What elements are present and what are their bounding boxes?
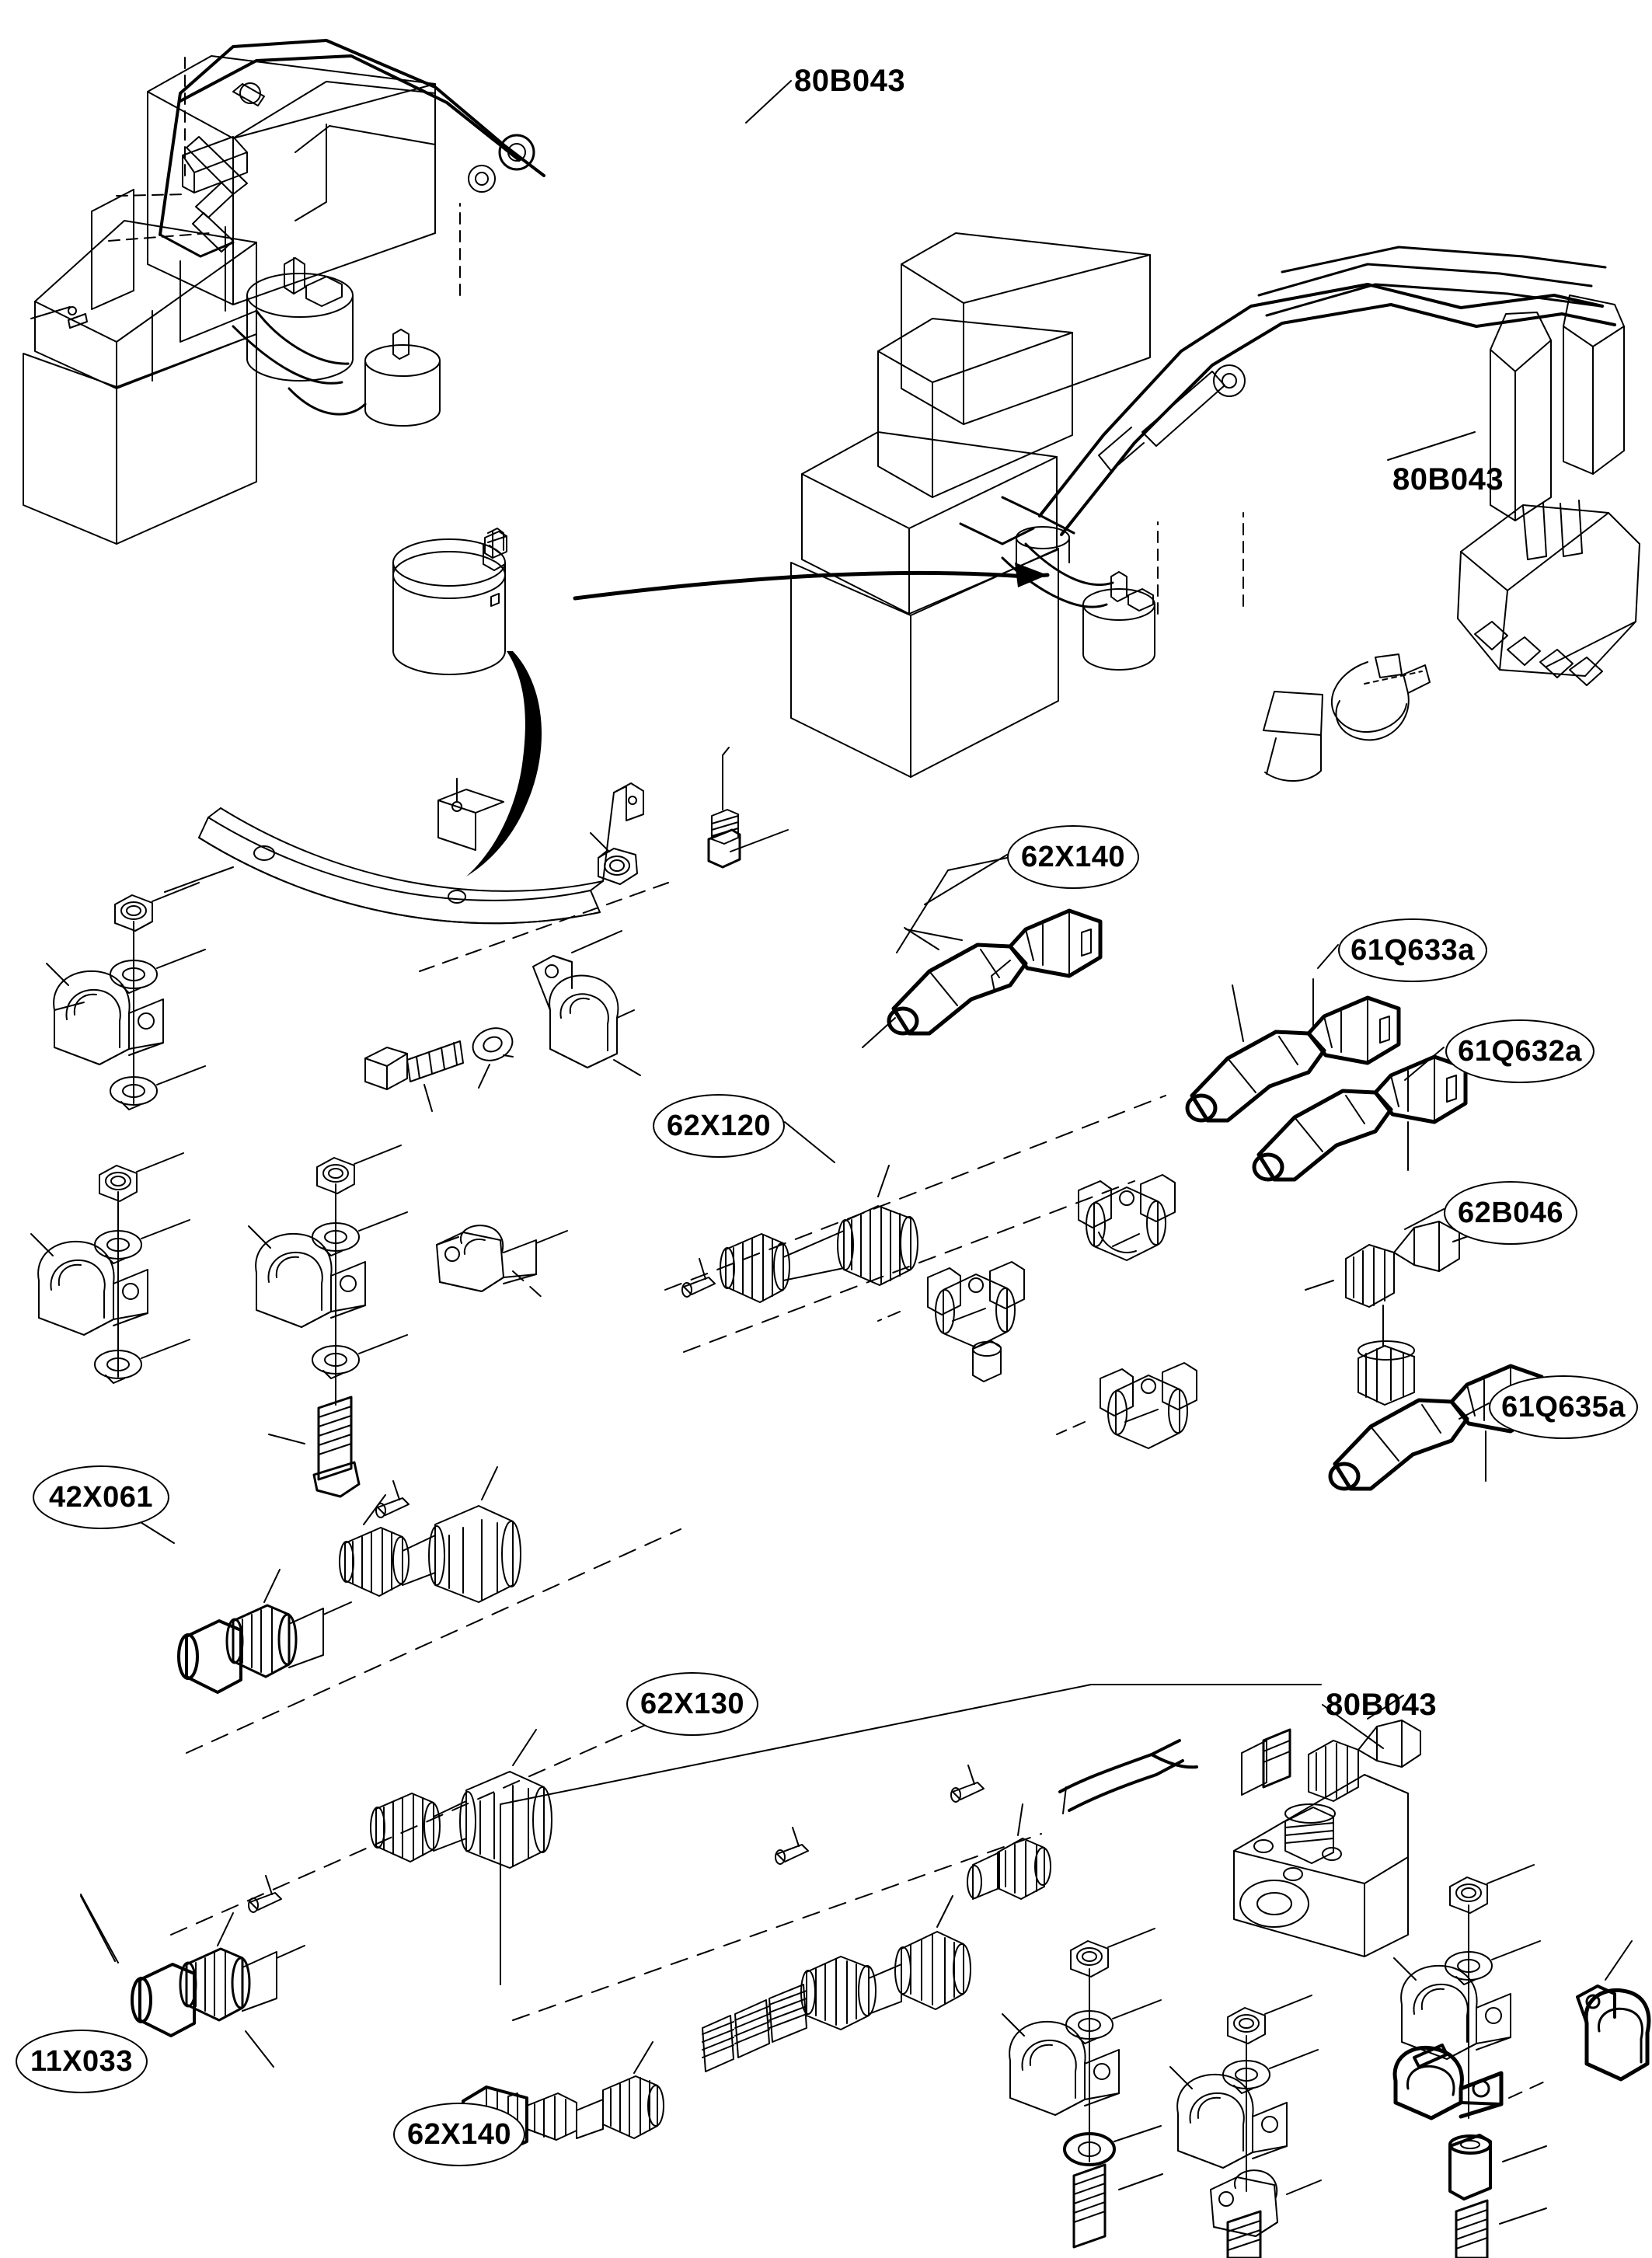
bottom-clamp-assembly-b <box>1169 1995 1322 2258</box>
upper-right-excavator-illustration <box>790 232 1640 782</box>
callout-ring <box>653 1094 785 1158</box>
part-number-label: 80B043 <box>794 64 906 98</box>
coupler-assembly-62X130 <box>80 1709 681 2068</box>
callout-ring <box>33 1465 169 1529</box>
bottom-center-assembly <box>462 1684 1322 2160</box>
part-callout-oval: 11X033 <box>16 2030 148 2093</box>
part-number-label: 80B043 <box>1326 1688 1438 1722</box>
connector-61Q633a <box>1185 978 1401 1123</box>
callout-label: 62X130 <box>640 1687 744 1720</box>
tee-splitter-upper <box>1078 1174 1176 1261</box>
bottom-clamp-assembly-c <box>1392 1864 1547 2258</box>
part-number-label: 80B043 <box>1392 462 1504 497</box>
connector-61Q632a <box>1252 1054 1468 1182</box>
callout-ring <box>1338 918 1487 982</box>
coupler-assembly-42X061 <box>177 1466 681 1754</box>
part-callout-oval: 62X120 <box>653 1094 785 1158</box>
callout-ring <box>626 1672 758 1736</box>
solenoid-valve-block <box>1233 1695 1421 1957</box>
callout-ring <box>1007 825 1139 889</box>
clamp-assembly-2 <box>364 930 641 1112</box>
callout-label: 61Q633a <box>1351 933 1475 967</box>
elbow-fitting-62B046 <box>1305 1221 1510 1406</box>
connector-62X140-upper <box>862 908 1103 1048</box>
callout-label: 42X061 <box>48 1480 153 1514</box>
callout-label: 61Q635a <box>1501 1390 1626 1423</box>
part-callout-oval: 61Q632a <box>1445 1019 1594 1083</box>
callout-ring <box>1444 1181 1577 1245</box>
callout-ring <box>1489 1375 1638 1439</box>
part-callout-oval: 62X140 <box>1007 825 1139 889</box>
part-callout-oval: 62X130 <box>626 1672 758 1736</box>
bottom-right-clamp <box>1576 1940 1651 2082</box>
part-callout-oval: 42X061 <box>33 1465 169 1529</box>
connector-assembly-62X120 <box>664 1095 1166 1353</box>
part-callout-oval: 62B046 <box>1444 1181 1577 1245</box>
detail-callout-group <box>392 528 1050 876</box>
clamp-assembly-3 <box>30 1152 190 1384</box>
callout-label: 11X033 <box>30 2044 133 2078</box>
callout-label: 62X140 <box>406 2117 511 2151</box>
callout-ring <box>1445 1019 1594 1083</box>
upper-left-excavator-illustration <box>23 39 545 545</box>
clamp-assembly-4 <box>248 1145 568 1498</box>
bottom-clamp-assembly-a <box>1002 1928 1163 2249</box>
curved-bracket-assembly <box>164 747 789 972</box>
tee-splitter-middle <box>877 1261 1025 1382</box>
part-callout-oval: 61Q635a <box>1489 1375 1638 1439</box>
callout-label: 61Q632a <box>1458 1034 1582 1068</box>
callout-label: 62X140 <box>1020 840 1125 873</box>
part-callout-oval: 62X140 <box>393 2103 525 2166</box>
callout-ring <box>16 2030 148 2093</box>
clamp-assembly-1 <box>46 882 206 1110</box>
leader-lines <box>80 80 1490 2133</box>
part-callout-oval: 61Q633a <box>1338 918 1487 982</box>
callout-label: 62B046 <box>1457 1196 1564 1229</box>
callout-label: 62X120 <box>666 1109 771 1142</box>
tee-splitter-lower <box>1056 1362 1197 1449</box>
callout-ring <box>393 2103 525 2166</box>
